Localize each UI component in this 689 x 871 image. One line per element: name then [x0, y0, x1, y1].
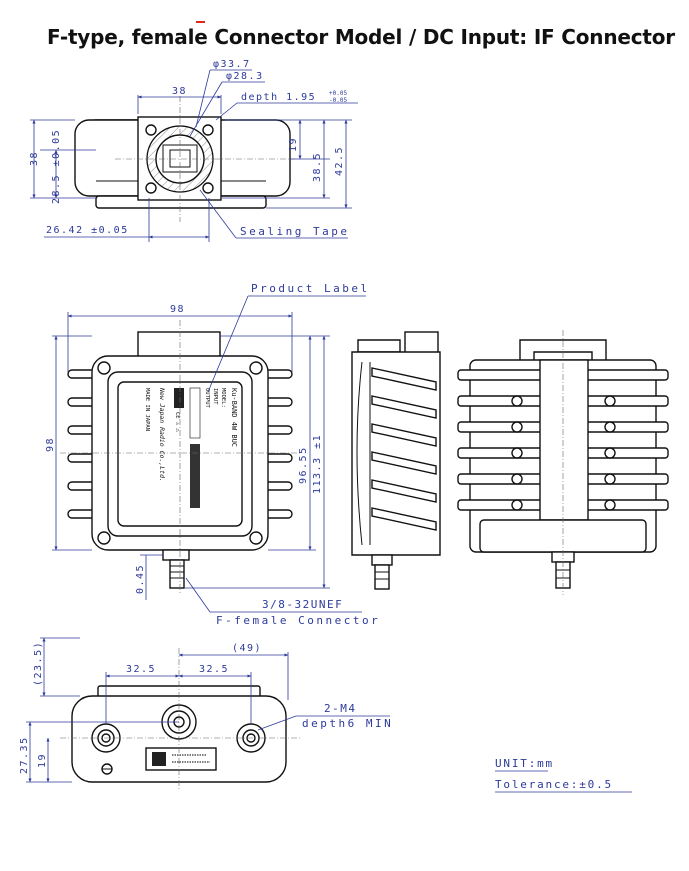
rear-view	[457, 330, 669, 595]
front-view: Ku-BAND 4W BUC MODEL: INPUT OUTPUT CE ⚠ …	[45, 282, 380, 627]
side-fins	[371, 367, 437, 531]
svg-text:MODEL:: MODEL:	[220, 388, 226, 408]
housing-screw	[249, 361, 263, 375]
notes: UNIT:mm Tolerance:±0.5	[495, 757, 632, 793]
note-unit: UNIT:mm	[495, 757, 554, 770]
svg-text:CE ⚠ ♺: CE ⚠ ♺	[174, 412, 180, 433]
label-connector-thread: 3/8-32UNEF	[262, 598, 343, 611]
svg-text:OUTPUT: OUTPUT	[204, 388, 210, 409]
connector-base	[162, 549, 190, 561]
label-product-label: Product Label	[251, 282, 370, 295]
dim-phi-28-3: φ28.3	[226, 71, 264, 82]
label-depth6-min: depth6 MIN	[302, 717, 393, 730]
housing-screw	[249, 531, 263, 545]
dim-height-42-5: 42.5	[334, 146, 345, 176]
f-female-connector	[169, 559, 185, 589]
dim-49: (49)	[232, 643, 262, 654]
dim-depth-tol-upper: +0.05	[329, 90, 347, 97]
flange-screw	[145, 182, 157, 194]
svg-text:INPUT: INPUT	[212, 388, 218, 405]
dim-27-35: 27.35	[19, 736, 30, 774]
page-title: F-type, female Connector Model / DC Inpu…	[47, 25, 675, 49]
label-connector-type: F-female Connector	[216, 614, 380, 627]
product-label-content: Ku-BAND 4W BUC MODEL: INPUT OUTPUT CE ⚠ …	[144, 387, 238, 508]
dim-19-bottom: 19	[37, 753, 48, 768]
flange-screw	[202, 182, 214, 194]
cooling-fins-left	[67, 369, 99, 519]
rear-channel	[539, 359, 589, 521]
dim-left-28-5: 28.5 ±0.05	[51, 129, 62, 204]
svg-text:MADE IN JAPAN: MADE IN JAPAN	[144, 388, 150, 431]
label-sealing-tape: Sealing Tape	[240, 225, 349, 238]
dim-0-45: 0.45	[135, 564, 146, 594]
dim-left-38: 38	[29, 151, 40, 166]
top-view: 38 φ33.7 φ28.3 depth 1.95 +0.05 -0.05 19…	[29, 59, 358, 242]
svg-text:Ku-BAND 4W BUC: Ku-BAND 4W BUC	[230, 388, 238, 447]
label-2-m4: 2-M4	[324, 702, 357, 715]
dim-32-5-right: 32.5	[199, 664, 229, 675]
note-tolerance: Tolerance:±0.5	[495, 778, 613, 791]
flange-screw	[202, 124, 214, 136]
housing-screw	[97, 361, 111, 375]
dim-96-55: 96.55	[298, 446, 309, 484]
accent-mark	[196, 21, 205, 23]
housing-screw	[97, 531, 111, 545]
dim-phi-33-7: φ33.7	[213, 59, 251, 70]
rear-bolts	[511, 395, 616, 511]
side-view	[351, 331, 441, 590]
bottom-view: (49) 32.5 32.5 (23.5) 27.35 19 2-M4 dept…	[19, 637, 393, 790]
dim-depth: depth 1.95	[241, 92, 316, 103]
side-connector	[374, 564, 390, 590]
dim-height-19: 19	[288, 137, 299, 152]
dim-23-5: (23.5)	[33, 641, 44, 686]
dim-front-height-98: 98	[45, 437, 56, 452]
dim-front-98: 98	[170, 304, 185, 315]
svg-text:New Japan Radio Co.,Ltd.: New Japan Radio Co.,Ltd.	[158, 387, 166, 482]
flange-screw	[145, 124, 157, 136]
dim-width-38: 38	[172, 86, 187, 97]
dim-32-5-left: 32.5	[126, 664, 156, 675]
dim-113-3: 113.3 ±1	[312, 434, 323, 494]
dim-26-42: 26.42 ±0.05	[46, 225, 129, 236]
dim-depth-tol-lower: -0.05	[329, 97, 347, 104]
dim-height-38-5: 38.5	[312, 152, 323, 182]
